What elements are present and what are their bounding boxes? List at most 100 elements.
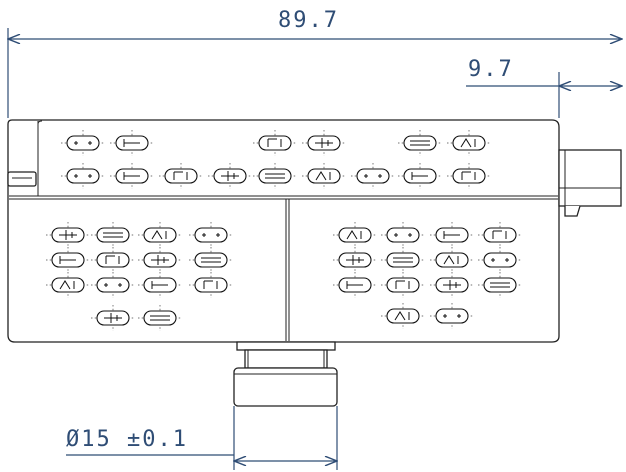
contact-hole xyxy=(447,130,491,156)
contact-hole xyxy=(351,163,395,189)
contact-hole xyxy=(381,303,425,329)
hole-detail xyxy=(203,280,218,289)
contact-hole xyxy=(46,272,90,298)
hole-detail xyxy=(461,171,476,180)
offset-width-label: 9.7 xyxy=(468,57,514,82)
hole-detail xyxy=(267,138,282,147)
hole-outline xyxy=(483,277,517,293)
contact-hole xyxy=(110,130,154,156)
contact-hole xyxy=(91,272,135,298)
contact-hole xyxy=(91,222,135,248)
hole-outline xyxy=(143,310,177,326)
contact-hole xyxy=(333,272,377,298)
hole-outline xyxy=(66,168,100,184)
hole-outline xyxy=(452,168,486,184)
hole-detail xyxy=(104,283,122,287)
contact-hole xyxy=(138,272,182,298)
contact-hole xyxy=(138,305,182,331)
contact-hole xyxy=(447,163,491,189)
hole-detail xyxy=(59,256,76,264)
hole-outline xyxy=(483,227,517,243)
hole-outline xyxy=(96,252,130,268)
hole-detail xyxy=(443,255,459,265)
contact-hole xyxy=(381,222,425,248)
contact-hole xyxy=(189,272,233,298)
hole-detail xyxy=(315,171,331,181)
hole-detail xyxy=(346,230,362,240)
hole-outline xyxy=(403,135,437,151)
hole-outline xyxy=(96,277,130,293)
hole-detail xyxy=(74,141,92,145)
contact-hole xyxy=(302,163,346,189)
hole-detail xyxy=(103,232,123,238)
right-stub-outline xyxy=(558,149,622,207)
hole-outline xyxy=(386,227,420,243)
hole-detail xyxy=(492,230,507,239)
hole-detail xyxy=(394,233,412,237)
hole-detail xyxy=(59,230,77,240)
contact-hole xyxy=(189,222,233,248)
hole-detail xyxy=(265,173,285,179)
hole-outline xyxy=(386,277,420,293)
shaft-diameter-label: Ø15 ±0.1 xyxy=(66,427,188,452)
hole-detail xyxy=(59,280,75,290)
hole-detail xyxy=(346,281,363,289)
contact-hole xyxy=(208,163,252,189)
hole-outline xyxy=(258,135,292,151)
hole-detail xyxy=(395,280,410,289)
hole-outline xyxy=(164,168,198,184)
contact-hole xyxy=(46,247,90,273)
hole-outline xyxy=(194,277,228,293)
contact-hole xyxy=(430,247,474,273)
hole-outline xyxy=(258,168,292,184)
hole-detail xyxy=(491,258,509,262)
contact-hole xyxy=(138,222,182,248)
contact-hole xyxy=(91,305,135,331)
hole-detail xyxy=(150,315,170,321)
shaft xyxy=(233,341,338,407)
hole-detail xyxy=(151,281,168,289)
contact-hole xyxy=(478,272,522,298)
housing-step-corner xyxy=(37,120,43,125)
hole-outline xyxy=(194,227,228,243)
hole-detail xyxy=(443,314,461,318)
contact-hole xyxy=(253,130,297,156)
hole-outline xyxy=(194,252,228,268)
hole-outline xyxy=(356,168,390,184)
contact-hole xyxy=(253,163,297,189)
hole-detail xyxy=(201,257,221,263)
shaft-collar xyxy=(236,341,336,351)
left-latch-tab xyxy=(7,171,37,187)
contact-hole xyxy=(91,247,135,273)
hole-outline xyxy=(96,227,130,243)
hole-detail xyxy=(105,255,120,264)
contact-hole xyxy=(333,222,377,248)
hole-detail xyxy=(394,311,410,321)
hole-detail xyxy=(490,282,510,288)
hole-detail xyxy=(123,139,140,147)
contact-hole xyxy=(478,222,522,248)
hole-detail xyxy=(173,171,188,180)
hole-detail xyxy=(443,231,460,239)
offset-width-dimension: 9.7 xyxy=(466,57,622,118)
hole-detail xyxy=(364,174,382,178)
hole-detail xyxy=(202,233,220,237)
hole-detail xyxy=(346,255,364,265)
contact-holes xyxy=(46,130,522,331)
hole-detail xyxy=(221,171,239,181)
hole-detail xyxy=(443,280,461,290)
hole-outline xyxy=(66,135,100,151)
hole-detail xyxy=(151,255,169,265)
main-housing-outline xyxy=(7,119,560,343)
hole-detail xyxy=(315,138,333,148)
contact-hole xyxy=(398,163,442,189)
contact-hole xyxy=(110,163,154,189)
right-stub-foot xyxy=(564,205,581,217)
hole-detail xyxy=(460,138,476,148)
contact-hole xyxy=(478,247,522,273)
contact-hole xyxy=(430,272,474,298)
contact-hole xyxy=(381,247,425,273)
contact-hole xyxy=(138,247,182,273)
contact-hole xyxy=(302,130,346,156)
